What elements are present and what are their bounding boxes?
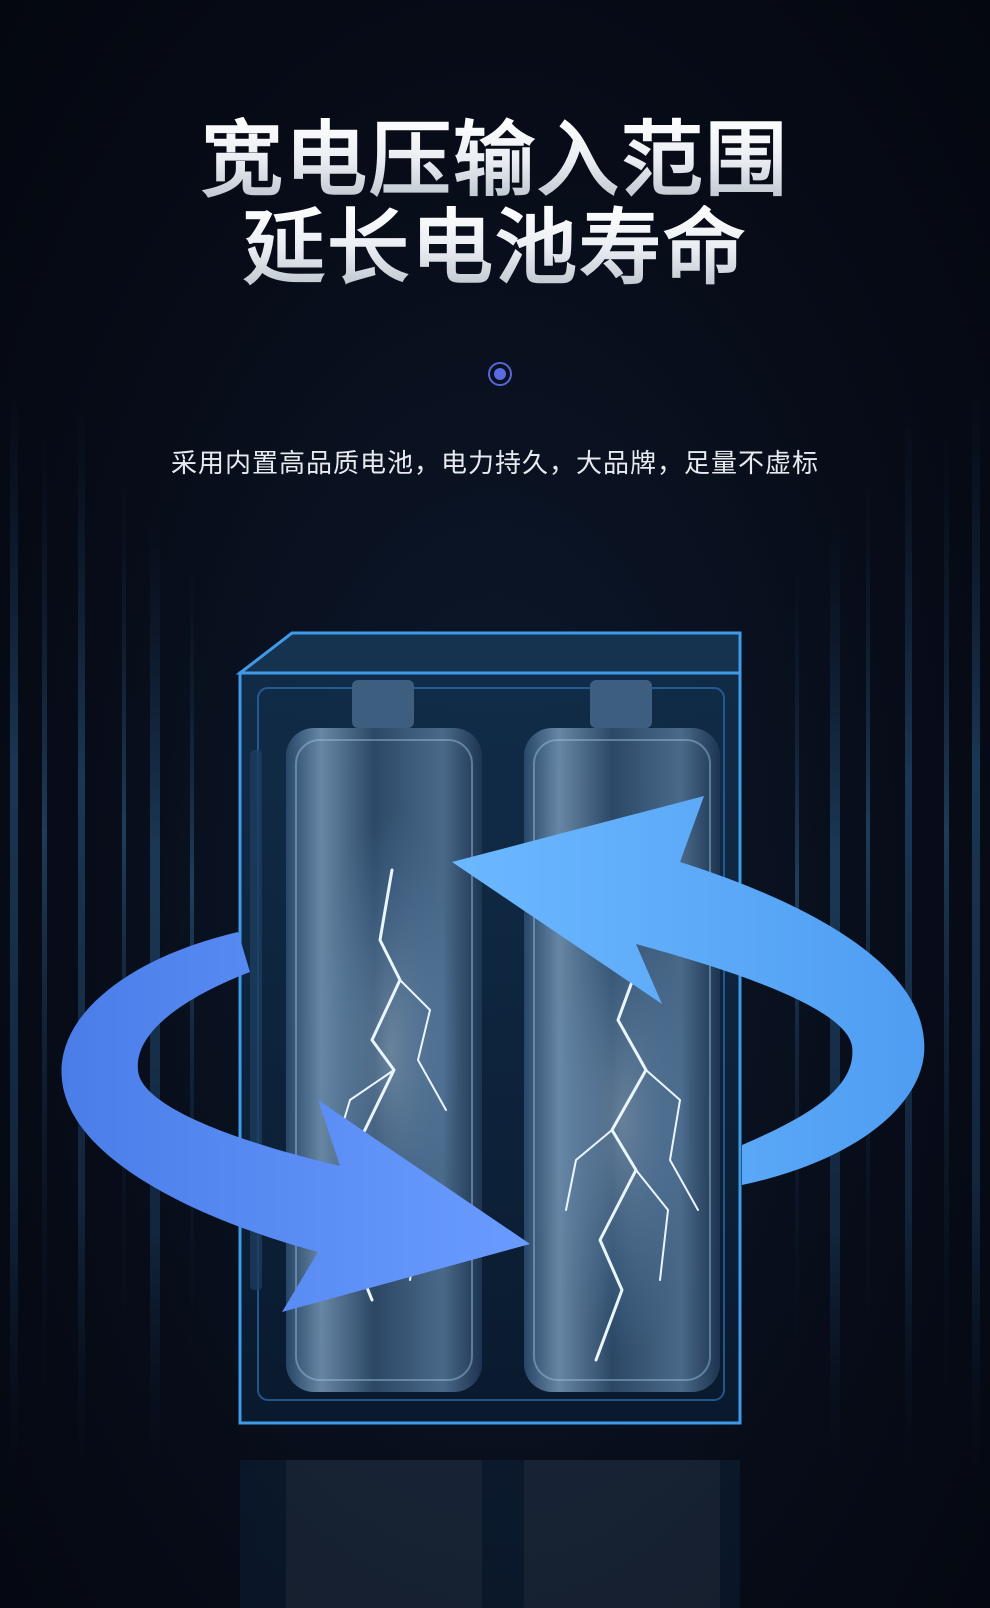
battery-box-reflection	[240, 1460, 740, 1608]
headline-line-1: 宽电压输入范围	[0, 117, 990, 205]
battery-illustration	[61, 631, 925, 1608]
circular-arrows-icon	[61, 796, 925, 1312]
headline-line-2: 延长电池寿命	[0, 205, 990, 293]
target-dot-icon	[488, 362, 512, 386]
subtitle-text: 采用内置高品质电池，电力持久，大品牌，足量不虚标	[170, 449, 819, 479]
